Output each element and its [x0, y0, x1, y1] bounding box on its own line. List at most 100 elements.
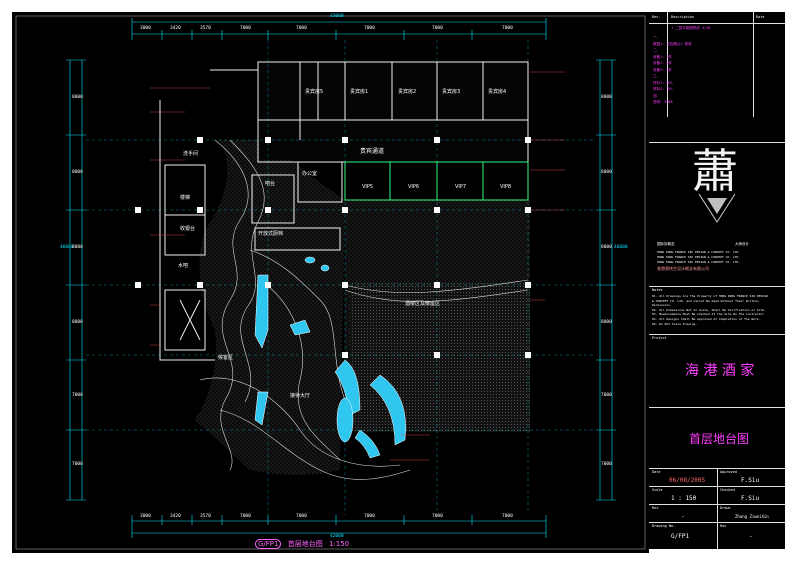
- revision-note: 1.二层平面图修改 4/18: [671, 26, 711, 30]
- drawn-label: Drawn: [720, 506, 731, 510]
- notes-line: 一、: [653, 35, 660, 39]
- floor-hatch: [195, 60, 530, 475]
- room-lobby-hall: 接待大厅: [290, 393, 311, 399]
- room-vip-d: VIP8: [500, 184, 512, 190]
- rev2-value: -: [749, 533, 753, 540]
- sheet-id: G/FP1: [255, 539, 282, 549]
- logo-ornament-icon: [698, 194, 736, 223]
- notes-line: 三、: [653, 74, 660, 78]
- bottom-dimension-7: 7000: [502, 514, 513, 519]
- left-dimension-2: 8000: [72, 245, 83, 250]
- room-reception: 收银台: [180, 226, 196, 232]
- bottom-dimension-6: 7000: [432, 514, 443, 519]
- approved-value: F.Siu: [741, 477, 760, 484]
- notes-list: 一、 数据1: 可否确认1 修改 二、 设备1: 1件 设备2: 2件 设备3:…: [653, 34, 692, 106]
- bottom-overall-dimension: 42000: [330, 534, 344, 539]
- room-water: 水吧: [178, 263, 189, 269]
- approved-label: Approved: [720, 470, 737, 474]
- checked-label: Checked: [720, 488, 735, 492]
- notes-line: 数据1: 可否确认1 修改: [653, 41, 692, 46]
- room-banquet: 酒楼区及散座区: [405, 301, 441, 307]
- notes-line: 二、: [653, 48, 660, 52]
- notes-line: 四、: [653, 93, 660, 98]
- drawing-number-value: G/FP1: [671, 533, 690, 540]
- top-dimension-0: 3000: [140, 26, 151, 31]
- left-dimension-5: 7000: [72, 462, 83, 467]
- general-note-line: & CONCEPT CO. LTD. and Cannot Be Used Wi…: [652, 298, 759, 303]
- green-partitions: [344, 161, 529, 201]
- notes-line: 说明: 2008: [653, 100, 673, 104]
- bottom-dimension-4: 7000: [296, 514, 307, 519]
- right-dimension-1: 8000: [601, 170, 612, 175]
- general-note-line: 02. All Dimensions Not to Scale, Shall B…: [652, 307, 766, 312]
- columns: [135, 137, 531, 358]
- date-value: 06/08/2005: [669, 477, 706, 484]
- room-open-kitchen: 开放式厨档: [258, 231, 284, 237]
- general-note-line: Permission.: [652, 303, 672, 308]
- top-dimension-4: 7000: [296, 26, 307, 31]
- rev-label: Rev: [652, 506, 659, 510]
- firm-logo: 蕭: [692, 144, 738, 198]
- bottom-dimension-3: 7000: [240, 514, 251, 519]
- left-dimension-3: 8000: [72, 320, 83, 325]
- top-overall-dimension: 43000: [330, 14, 344, 19]
- room-bar: 吧台: [265, 181, 276, 187]
- room-vip1: 贵宾房1: [350, 89, 369, 95]
- general-note-line: 03. Measurements Must Be Checked At The …: [652, 312, 766, 317]
- notes-line: 材料2: 20%: [653, 87, 673, 91]
- rev-header: Rev.: [652, 15, 661, 19]
- notes-header: Notes: [652, 288, 663, 292]
- right-dimension-5: 7000: [601, 462, 612, 467]
- room-vip-a: VIP5: [362, 184, 374, 190]
- checked-value: F.Siu: [741, 495, 760, 502]
- project-name: 海 港 酒 家: [685, 363, 755, 379]
- bottom-dimension-5: 7000: [364, 514, 375, 519]
- top-dimension-5: 7000: [364, 26, 375, 31]
- room-vip-b: VIP6: [408, 184, 420, 190]
- firm-line-2: HONG KONG FRANCK SIU DESIGN & CONCEPT CO…: [657, 260, 741, 264]
- top-dimension-6: 7000: [432, 26, 443, 31]
- room-vip-corridor: 贵宾通道: [360, 148, 385, 155]
- firm-name-cn-2: 大师设计: [735, 242, 749, 246]
- firm-line-1: HONG KONG FRANCK SIU DESIGN & CONCEPT CO…: [657, 255, 741, 259]
- feature-islands: [254, 256, 406, 459]
- room-vip2: 贵宾房2: [398, 89, 417, 95]
- rev-value: -: [681, 513, 685, 520]
- left-dimension-4: 7000: [72, 393, 83, 398]
- general-notes: 01. All Drawings Are The Property of HON…: [652, 294, 768, 326]
- left-dimension-0: 8000: [72, 95, 83, 100]
- right-overall-dimension: 46000: [614, 245, 628, 250]
- notes-line: 材料1: 50%: [653, 80, 673, 85]
- bottom-dimension-2: 3570: [200, 514, 211, 519]
- room-vip4: 贵宾房4: [488, 89, 507, 95]
- project-label: Project: [652, 336, 667, 340]
- right-dimension-3: 8000: [601, 320, 612, 325]
- drawn-value: Zhang ZiweiXin: [735, 514, 769, 519]
- room-vip3: 贵宾房3: [442, 89, 461, 95]
- date-header: Date: [756, 15, 765, 19]
- room-office: 办公室: [302, 171, 318, 177]
- firm-name-cn-full: 香港萧炜生设计概念有限公司: [657, 266, 709, 271]
- date-label: Date: [652, 470, 661, 474]
- description-header: Description: [671, 15, 695, 19]
- sheet-caption-title: 首层地台图: [287, 540, 323, 548]
- scale-value: 1 : 150: [671, 495, 697, 502]
- drawing-number-label: Drawing No.: [652, 524, 676, 528]
- right-dimension-0: 8000: [601, 95, 612, 100]
- bottom-dimension-0: 3000: [140, 514, 151, 519]
- bottom-dimension-1: 3420: [170, 514, 181, 519]
- room-waiting: 候客区: [218, 355, 234, 361]
- notes-line: 设备2: 2件: [653, 61, 672, 65]
- general-note-line: 04. All Designs Shall Be Approved At Com…: [652, 316, 761, 321]
- leader-lines: [150, 71, 565, 461]
- top-dimension-2: 3570: [200, 26, 211, 31]
- scale-label: Scale: [652, 488, 663, 492]
- general-note-line: 05. Do Not Scale Drawing.: [652, 321, 698, 326]
- sheet-caption: G/FP1 首层地台图 1:150: [255, 539, 349, 549]
- title-block: Rev. Description Date 1.二层平面图修改 4/18 一、 …: [649, 12, 785, 549]
- notes-line: 设备1: 1件: [653, 54, 672, 59]
- firm-line-0: HONG KONG FRANCK SIU DESIGN & CONCEPT CO…: [657, 250, 741, 254]
- left-overall-dimension: 46000: [60, 245, 74, 250]
